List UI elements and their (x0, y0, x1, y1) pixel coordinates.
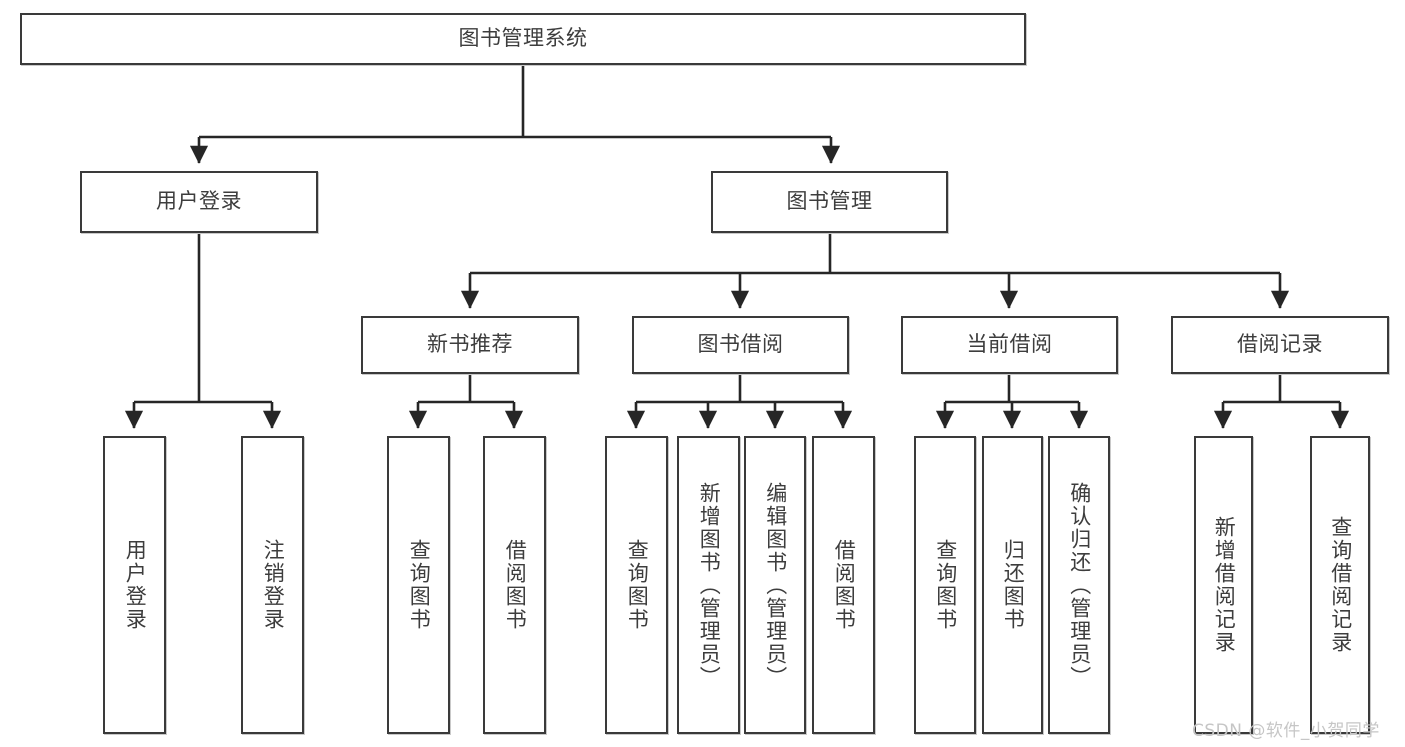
node-leaf-query-book-3-label: 查询图书 (933, 539, 958, 631)
node-leaf-add-record-label: 新增借阅记录 (1212, 516, 1237, 654)
node-new-book-recommend[interactable]: 新书推荐 (361, 316, 579, 374)
node-leaf-user-login-label: 用户登录 (123, 539, 148, 631)
node-book-manage-label: 图书管理 (786, 189, 873, 214)
node-book-borrow-label: 图书借阅 (697, 332, 784, 357)
node-leaf-query-record[interactable]: 查询借阅记录 (1310, 436, 1370, 734)
node-leaf-edit-book-label: 编辑图书（管理员） (763, 481, 788, 689)
node-book-manage[interactable]: 图书管理 (711, 171, 948, 233)
node-borrow-record-label: 借阅记录 (1237, 332, 1323, 357)
node-leaf-confirm-return[interactable]: 确认归还（管理员） (1048, 436, 1110, 734)
node-book-borrow[interactable]: 图书借阅 (632, 316, 849, 374)
node-leaf-confirm-return-label: 确认归还（管理员） (1067, 481, 1092, 689)
node-leaf-borrow-book-2-label: 借阅图书 (832, 539, 857, 631)
node-leaf-query-book-2[interactable]: 查询图书 (605, 436, 668, 734)
node-leaf-user-login[interactable]: 用户登录 (103, 436, 166, 734)
node-current-borrow[interactable]: 当前借阅 (901, 316, 1118, 374)
node-leaf-borrow-book-2[interactable]: 借阅图书 (812, 436, 875, 734)
node-root[interactable]: 图书管理系统 (20, 13, 1026, 65)
watermark: CSDN @软件_小贺同学 (1192, 721, 1380, 741)
node-user-login-label: 用户登录 (156, 189, 242, 214)
node-leaf-user-logout-label: 注销登录 (261, 539, 286, 631)
node-leaf-add-book[interactable]: 新增图书（管理员） (677, 436, 740, 734)
node-leaf-return-book-label: 归还图书 (1001, 539, 1026, 631)
node-leaf-borrow-book-1[interactable]: 借阅图书 (483, 436, 546, 734)
node-leaf-borrow-book-1-label: 借阅图书 (503, 539, 528, 631)
node-user-login[interactable]: 用户登录 (80, 171, 318, 233)
node-leaf-user-logout[interactable]: 注销登录 (241, 436, 304, 734)
node-leaf-query-book-1[interactable]: 查询图书 (387, 436, 450, 734)
node-root-label: 图书管理系统 (458, 26, 588, 51)
node-leaf-query-book-3[interactable]: 查询图书 (914, 436, 976, 734)
node-new-book-recommend-label: 新书推荐 (427, 332, 513, 357)
node-leaf-query-record-label: 查询借阅记录 (1328, 516, 1353, 654)
node-leaf-add-book-label: 新增图书（管理员） (697, 481, 722, 689)
node-leaf-query-book-1-label: 查询图书 (407, 539, 432, 631)
node-borrow-record[interactable]: 借阅记录 (1171, 316, 1389, 374)
node-leaf-edit-book[interactable]: 编辑图书（管理员） (744, 436, 806, 734)
node-current-borrow-label: 当前借阅 (966, 332, 1053, 357)
node-leaf-add-record[interactable]: 新增借阅记录 (1194, 436, 1253, 734)
node-leaf-query-book-2-label: 查询图书 (625, 539, 650, 631)
node-leaf-return-book[interactable]: 归还图书 (982, 436, 1043, 734)
